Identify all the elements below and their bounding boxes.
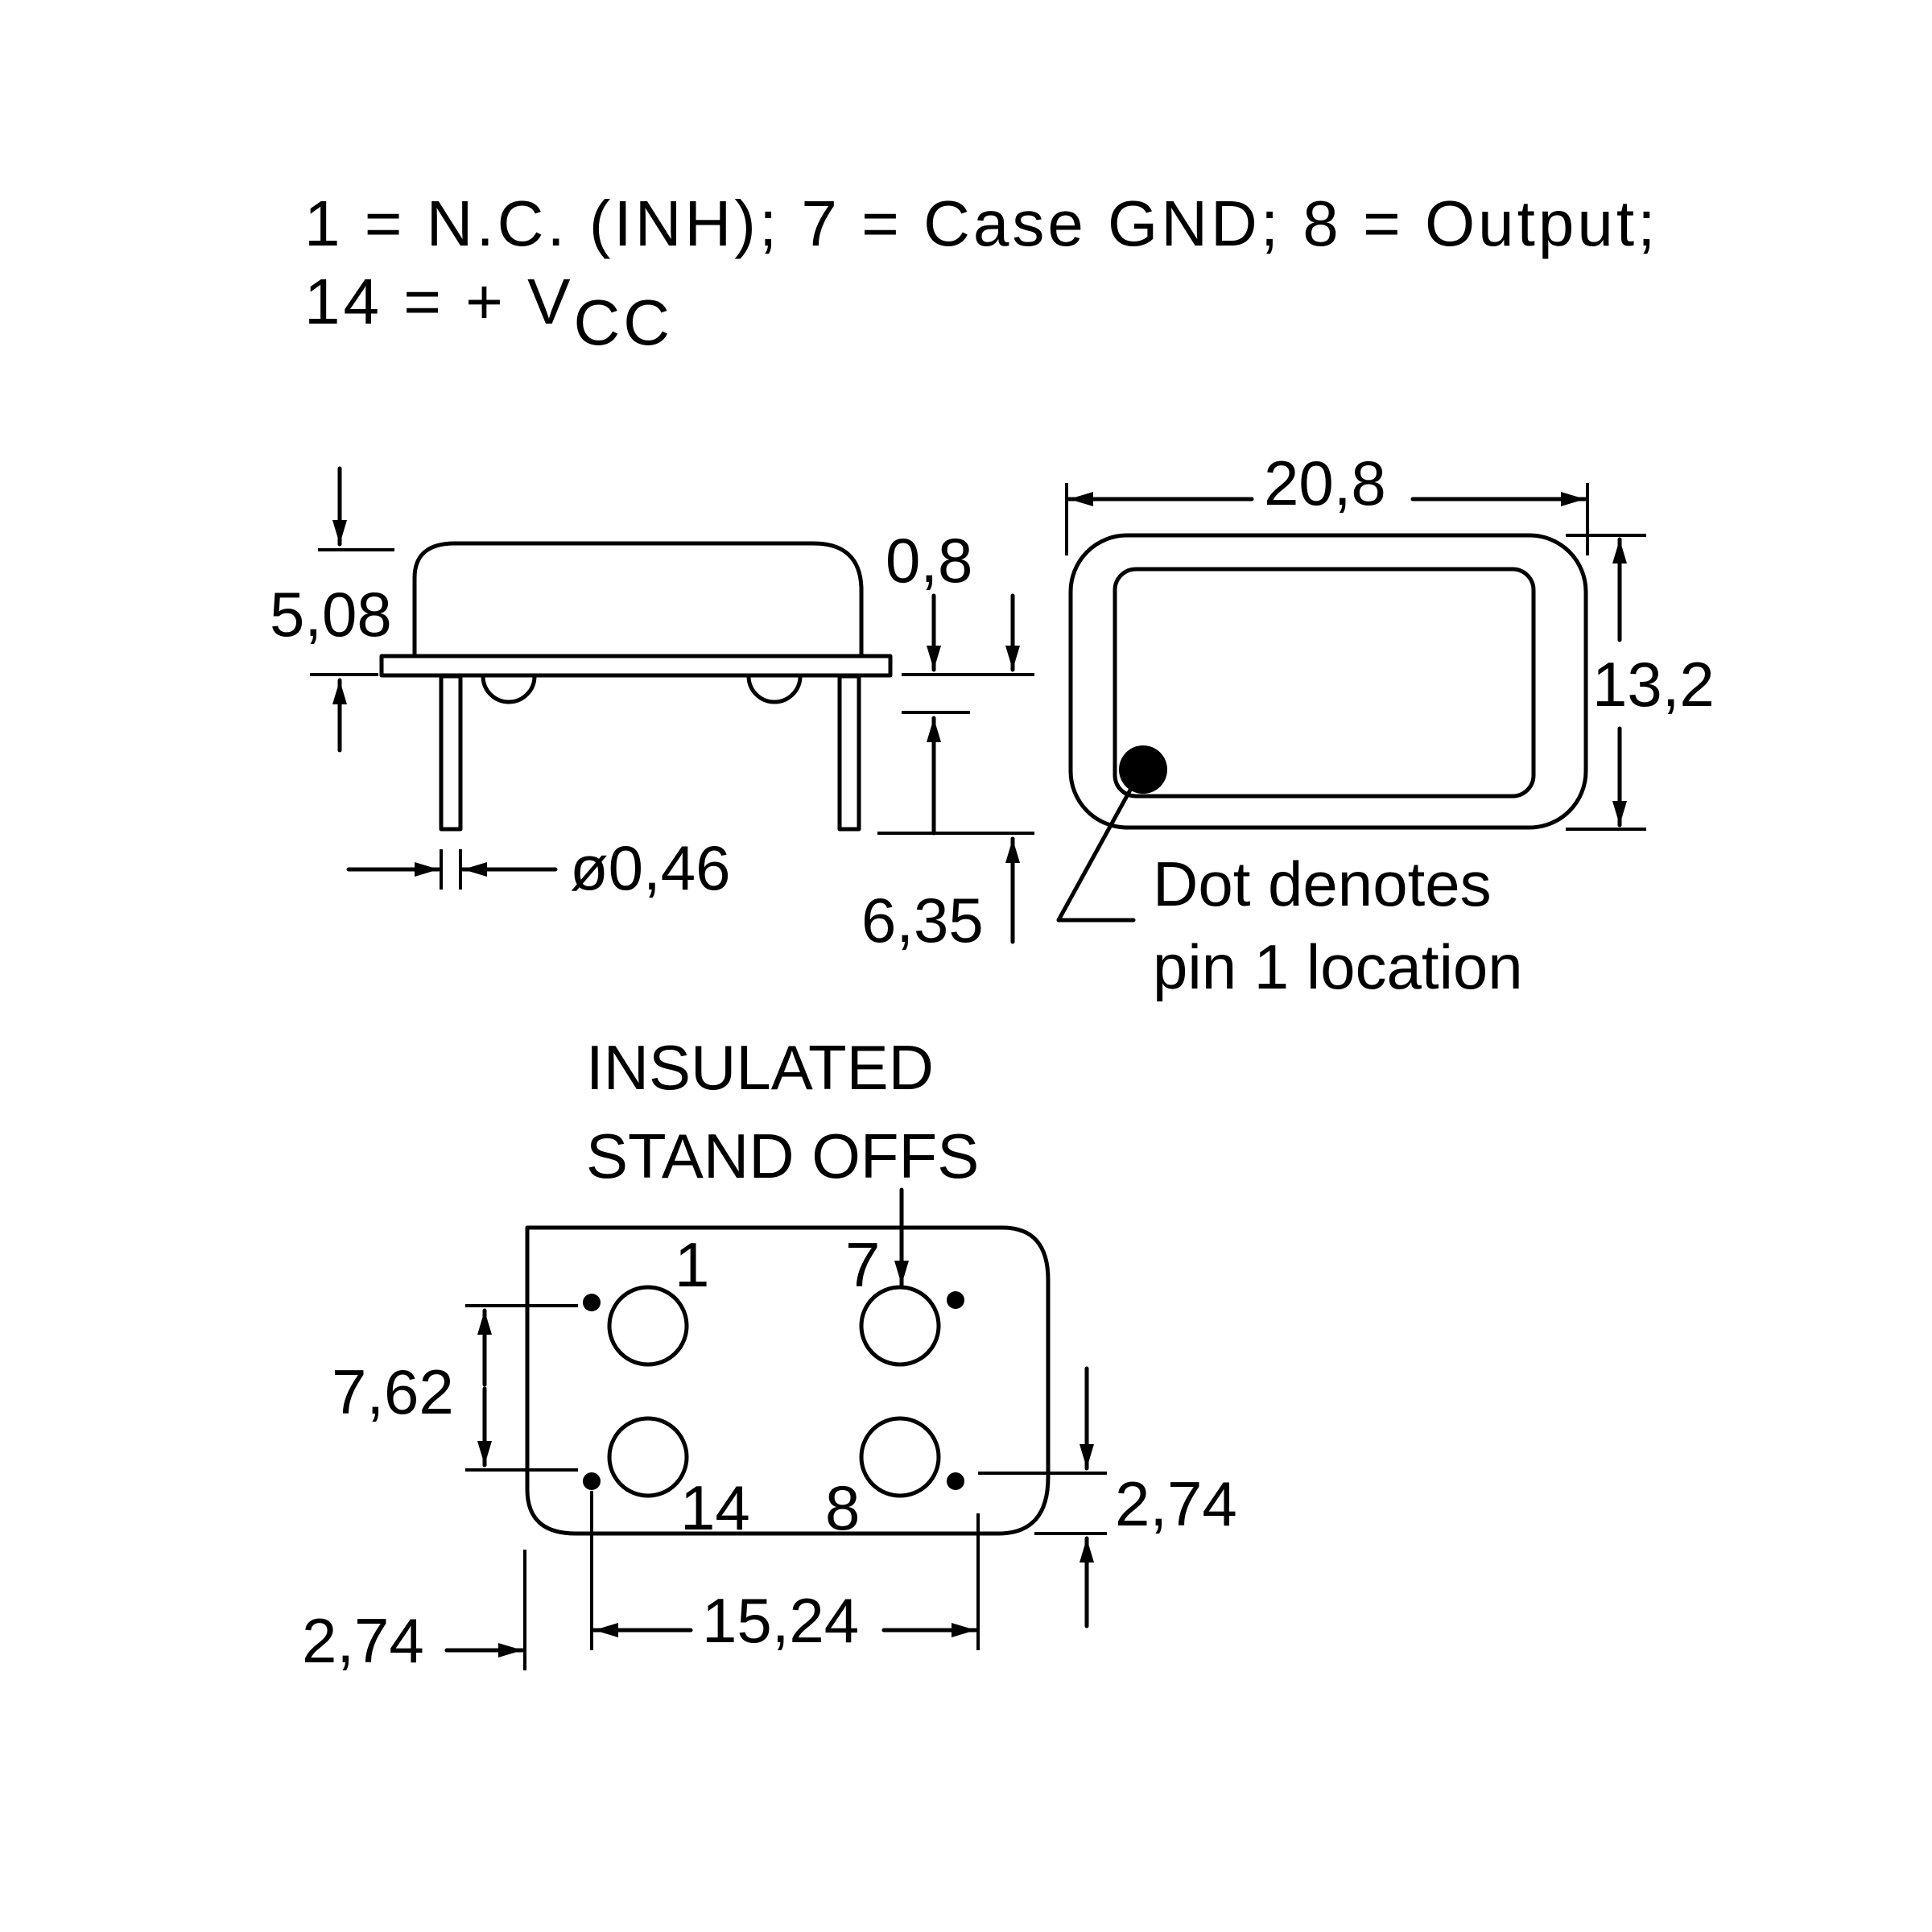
length-dimension	[1065, 483, 1589, 555]
lead-length-label: 6,35	[861, 885, 984, 956]
standoff-pin-14	[607, 1416, 689, 1498]
top-view-inner-outline	[1113, 567, 1536, 799]
flange-thickness-dimension	[902, 593, 1034, 714]
pin-7-marker	[947, 1291, 964, 1309]
pin-assignment-line-2: 14 = + VCC	[304, 266, 673, 358]
row-spacing-dimension	[465, 1304, 578, 1472]
pin-1-note-line-2: pin 1 location	[1153, 931, 1523, 1002]
width-label: 13,2	[1592, 649, 1715, 720]
bottom-view: INSULATED STAND OFFS 1 7 14 8 7,62	[302, 1032, 1237, 1676]
bottom-view-outline	[525, 1225, 1051, 1536]
left-edge-offset-label: 2,74	[302, 1605, 424, 1676]
standoff-pin-8	[859, 1416, 941, 1498]
pin-assignment-line-1: 1 = N.C. (INH); 7 = Case GND; 8 = Output…	[304, 188, 1658, 259]
pin-assignment-line-2-prefix: 14 = + V	[304, 266, 573, 337]
pin-1-note-line-1: Dot denotes	[1153, 848, 1492, 919]
left-edge-offset-dimension	[444, 1550, 526, 1670]
pin-1-number: 1	[675, 1229, 709, 1300]
standoff-pin-1	[607, 1285, 689, 1367]
side-view-lead-right	[837, 674, 861, 832]
pin-8-number: 8	[825, 1472, 860, 1543]
standoff-note-line-1: INSULATED	[586, 1032, 934, 1103]
standoff-pin-7	[859, 1285, 941, 1367]
pin-1-dot	[1119, 745, 1167, 794]
pin-1-marker	[583, 1294, 601, 1311]
pin-spacing-dimension	[590, 1491, 980, 1650]
pin-7-number: 7	[845, 1229, 880, 1300]
side-view-lead-left	[439, 674, 463, 832]
side-view-flange	[379, 654, 893, 678]
lead-length-dimension	[877, 716, 1034, 944]
side-view-can-body	[412, 541, 864, 656]
pin-14-number: 14	[680, 1472, 750, 1543]
lead-diameter-label: ø0,46	[570, 832, 730, 903]
height-label: 5,08	[270, 579, 392, 650]
row-spacing-label: 7,62	[332, 1356, 454, 1427]
side-view-standoff-left	[481, 674, 537, 704]
flange-thickness-label: 0,8	[886, 525, 972, 596]
width-dimension	[1566, 534, 1646, 831]
lead-diameter-dimension	[346, 849, 558, 890]
height-dimension	[310, 466, 394, 753]
pin-1-leader-line	[1056, 774, 1140, 923]
pin-8-marker	[947, 1472, 964, 1490]
top-view-outline	[1068, 533, 1588, 830]
right-edge-offset-dimension	[978, 1366, 1107, 1629]
standoff-note-line-2: STAND OFFS	[586, 1121, 979, 1191]
vcc-subscript: CC	[573, 287, 673, 358]
pin-spacing-label: 15,24	[702, 1585, 859, 1656]
side-view: 5,08 ø0,46 0,8 6,35	[270, 466, 1034, 956]
pin-14-marker	[583, 1472, 601, 1490]
side-view-standoff-right	[746, 674, 803, 704]
right-edge-offset-label: 2,74	[1115, 1468, 1237, 1539]
top-view: 20,8 13,2 Dot denotes pin 1 location	[1056, 448, 1715, 1002]
length-label: 20,8	[1264, 448, 1386, 518]
